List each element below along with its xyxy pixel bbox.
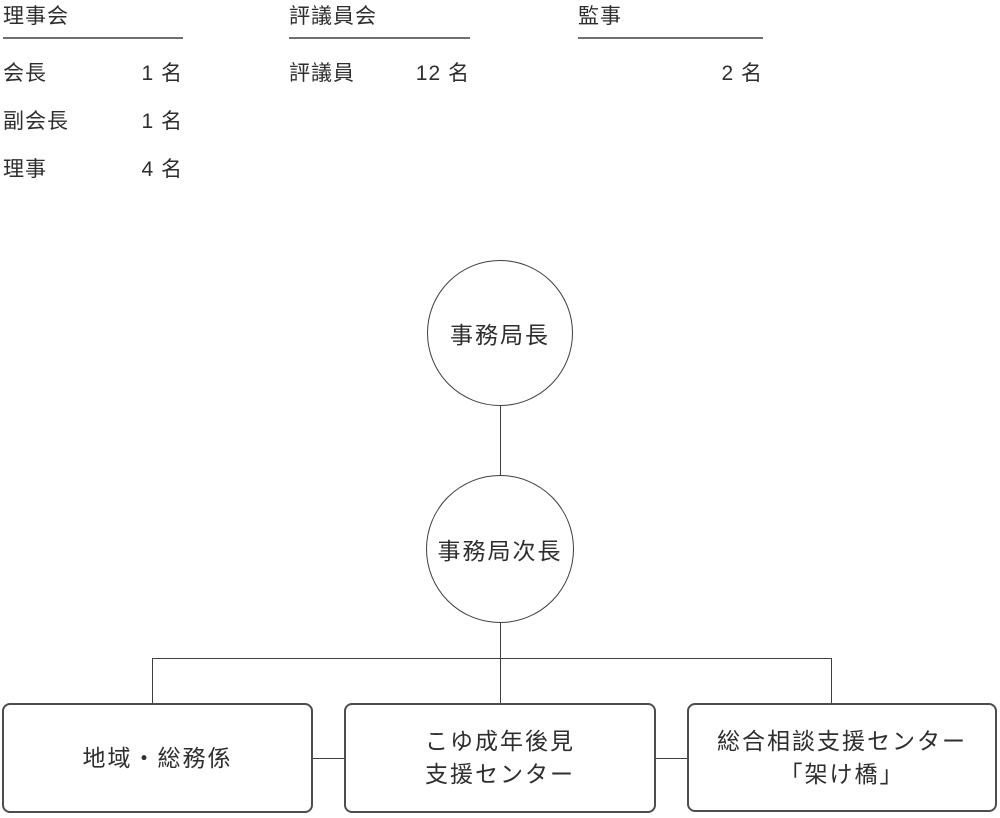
department-label-line1: 地域・総務係 — [82, 744, 233, 771]
board-row-count: 1 名 — [141, 110, 183, 133]
board-row: 副会長 1 名 — [3, 109, 183, 135]
board-row-count: 4 名 — [141, 158, 183, 181]
board-row-label: 副会長 — [3, 110, 69, 133]
department-label-line1: こゆ成年後見 — [425, 728, 575, 754]
council-row: 評議員 12 名 — [289, 61, 470, 87]
department-label-line1: 総合相談支援センター — [717, 727, 967, 754]
department-box-adult-guardianship-center: こゆ成年後見 支援センター — [344, 703, 656, 813]
deputy-director-label: 事務局次長 — [437, 538, 563, 564]
board-row: 会長 1 名 — [3, 61, 183, 87]
council-row-label: 評議員 — [289, 62, 355, 85]
auditor-row: 2 名 — [578, 61, 763, 87]
board-row: 理事 4 名 — [3, 157, 183, 183]
board-panel: 理事会 会長 1 名 副会長 1 名 理事 4 名 — [3, 3, 183, 183]
deputy-director-circle: 事務局次長 — [426, 475, 574, 623]
director-circle: 事務局長 — [427, 260, 573, 406]
auditor-row-count: 2 名 — [721, 62, 763, 85]
auditor-panel-title: 監事 — [578, 3, 763, 39]
connector-dept2-dept3 — [656, 758, 687, 759]
council-panel: 評議員会 評議員 12 名 — [289, 3, 470, 87]
auditor-panel: 監事 2 名 — [578, 3, 763, 87]
council-row-count: 12 名 — [415, 62, 470, 85]
connector-branch-horizontal — [152, 658, 832, 659]
department-label-line2: 支援センター — [425, 761, 575, 787]
department-box-region-general-affairs: 地域・総務係 — [2, 703, 313, 813]
connector-drop-right — [831, 658, 832, 703]
department-label-line2: 「架け橋」 — [779, 760, 905, 787]
board-row-count: 1 名 — [141, 62, 183, 85]
director-label: 事務局長 — [450, 322, 550, 348]
connector-deputy-departments — [500, 623, 501, 703]
council-panel-title: 評議員会 — [289, 3, 470, 39]
department-box-consultation-support-center: 総合相談支援センター 「架け橋」 — [687, 703, 997, 812]
board-row-label: 理事 — [3, 158, 47, 181]
connector-director-deputy — [500, 406, 501, 475]
connector-dept1-dept2 — [313, 758, 344, 759]
connector-drop-left — [152, 658, 153, 703]
board-row-label: 会長 — [3, 62, 47, 85]
board-panel-title: 理事会 — [3, 3, 183, 39]
